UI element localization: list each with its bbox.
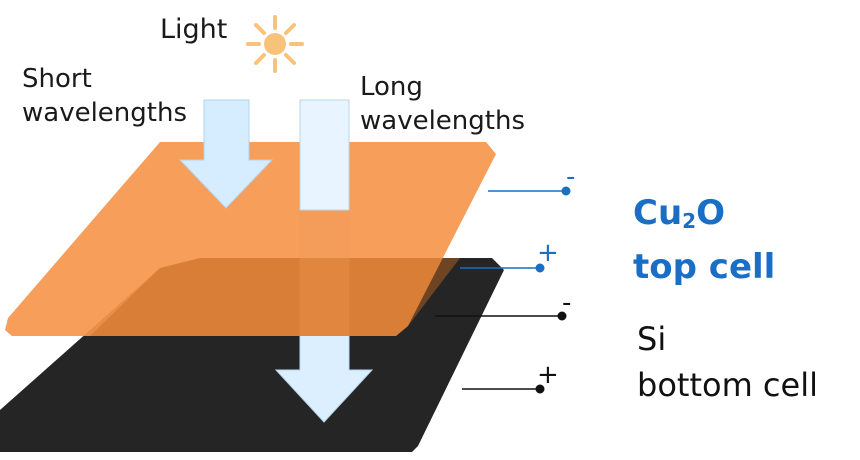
top-cell-formula: Cu2O [633, 190, 775, 244]
bottom-cell-label: Si bottom cell [637, 316, 818, 408]
top-cell-minus-sign: - [566, 162, 576, 192]
top-cell-line2: top cell [633, 247, 776, 287]
long-label-line1: Long [360, 72, 423, 102]
long-wavelength-arrow-top [299, 99, 350, 211]
bottom-cell-line2: bottom cell [637, 366, 818, 404]
overlap-shade [90, 258, 460, 336]
long-label-line2: wavelengths [360, 106, 526, 136]
cu2o-top-cell-plate [5, 142, 496, 336]
long-wavelengths-label: Long wavelengths [360, 70, 525, 138]
bottom-cell-minus-sign: - [562, 288, 572, 318]
short-wavelength-arrow [178, 99, 274, 209]
top-cell-formula-subscript: 2 [682, 209, 697, 233]
bottom-cell-minus-dot [557, 311, 567, 321]
short-wavelengths-label: Short wavelengths [22, 62, 187, 130]
bottom-cell-plus-sign: + [537, 360, 559, 390]
top-cell-label: Cu2O top cell [633, 190, 775, 290]
bottom-cell-line1: Si [637, 320, 667, 358]
top-cell-formula-prefix: Cu [633, 193, 683, 233]
short-label-line1: Short [22, 64, 92, 94]
bottom-cell-plus-dot [535, 384, 545, 394]
top-cell-plus-dot [535, 263, 545, 273]
top-cell-plus-sign: + [537, 238, 559, 268]
top-cell-formula-suffix: O [696, 193, 725, 233]
short-label-line2: wavelengths [22, 98, 188, 128]
light-label: Light [160, 14, 228, 45]
sun-icon [246, 15, 304, 73]
top-cell-minus-dot [561, 186, 571, 196]
